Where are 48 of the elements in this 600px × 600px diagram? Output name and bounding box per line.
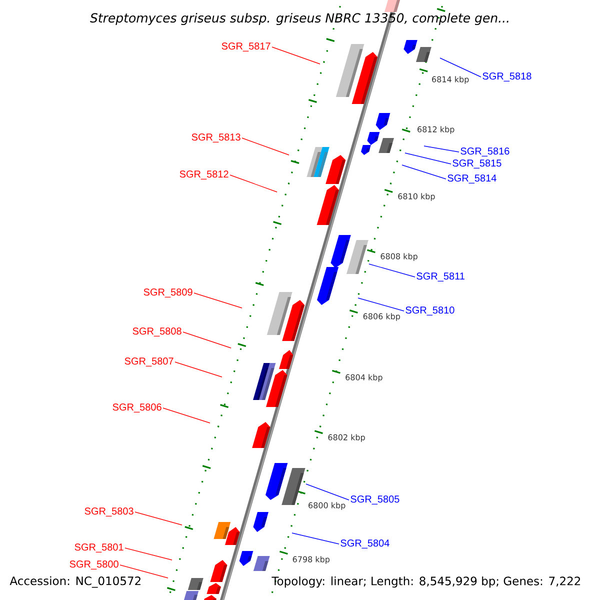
leader-line <box>174 362 222 378</box>
gene-label: SGR_5807 <box>124 358 174 366</box>
gene-label: SGR_5813 <box>192 134 240 142</box>
tick-label: 6808 kbp <box>380 253 418 261</box>
tick-label: 6806 kbp <box>363 313 400 321</box>
gene-label: SGR_5814 <box>448 174 496 184</box>
leader-line <box>358 298 404 312</box>
leader-line <box>162 408 210 424</box>
tick-label: 6814 kbp <box>432 76 469 84</box>
tick-label: 6800 kbp <box>308 502 346 510</box>
leader-line <box>134 512 182 526</box>
gene-label: SGR_5816 <box>460 148 510 156</box>
gene-label: SGR_5806 <box>112 404 162 412</box>
leader-line <box>194 292 242 308</box>
gene-label: SGR_5805 <box>350 496 400 504</box>
gene-label: SGR_5809 <box>144 288 192 298</box>
gene-label: SGR_5800 <box>70 560 118 570</box>
tick-label: 6802 kbp <box>328 434 365 442</box>
leader-line <box>124 548 172 560</box>
gene-label: SGR_5818 <box>482 72 532 82</box>
accession-text: Accession: NC_010572 <box>10 576 140 588</box>
gene-label: SGR_5804 <box>340 540 390 548</box>
tick-label: 6804 kbp <box>346 374 382 382</box>
leader-line <box>292 532 340 544</box>
leader-line <box>368 264 416 278</box>
tick-label: 6810 kbp <box>398 193 435 201</box>
leader-line <box>306 484 350 500</box>
tick-label: 6798 kbp <box>292 556 330 564</box>
leader-line <box>404 152 452 164</box>
leader-line <box>182 332 232 348</box>
leader-line <box>402 164 446 180</box>
gene-label: SGR_5803 <box>84 508 134 516</box>
title: Streptomyces griseus subsp. griseus NBRC 13350, complete gen... <box>90 12 508 26</box>
leader-line <box>120 564 168 578</box>
gene-label: SGR_5812 <box>180 170 228 180</box>
leader-line <box>272 46 320 64</box>
leader-line <box>424 146 460 152</box>
leader-line <box>440 58 482 78</box>
gene-label: SGR_5810 <box>406 306 454 316</box>
leader-line <box>242 138 290 156</box>
gene-label: SGR_5808 <box>132 328 182 336</box>
gene-label: SGR_5801 <box>74 544 124 552</box>
gene-label: SGR_5817 <box>222 42 270 52</box>
summary-text: Topology: linear; Length: 8,545,929 bp; Genes: 7,222 <box>272 576 580 588</box>
leader-line <box>230 174 278 192</box>
gene-label: SGR_5811 <box>416 272 464 282</box>
tick-label: 6812 kbp <box>418 126 454 134</box>
gene-label: SGR_5815 <box>452 160 502 168</box>
